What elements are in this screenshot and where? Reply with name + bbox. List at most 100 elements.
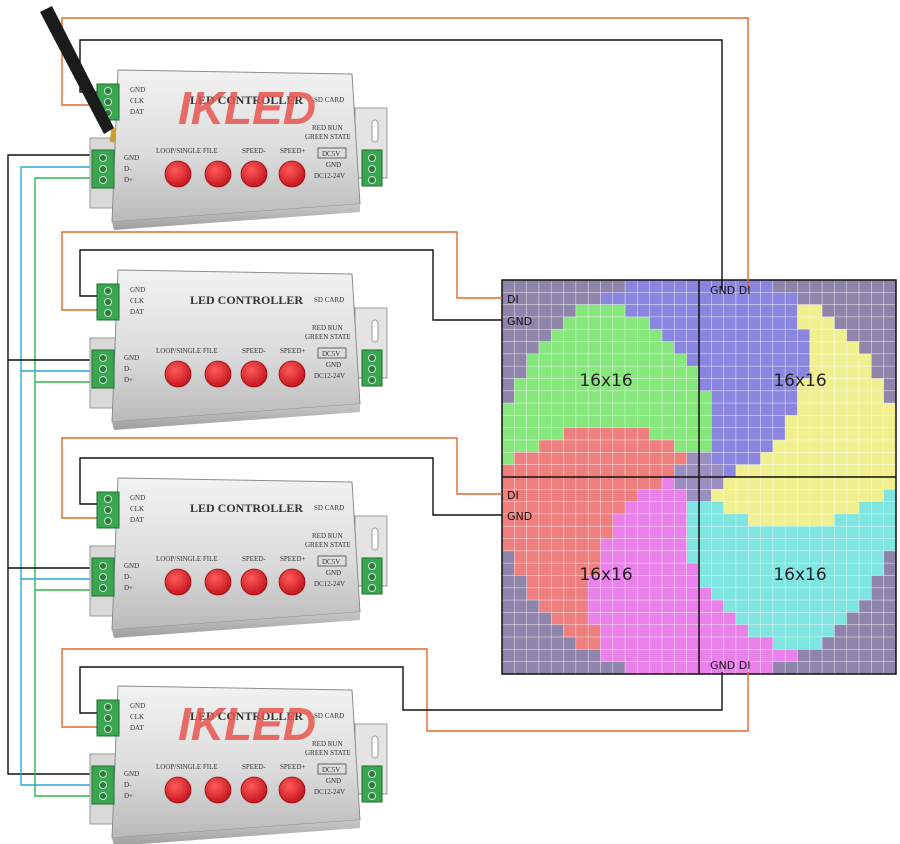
led-pixel xyxy=(698,378,712,392)
led-pixel xyxy=(550,612,564,626)
controller-title: LED CONTROLLER xyxy=(190,501,303,515)
led-pixel xyxy=(538,587,552,601)
single-file-button[interactable] xyxy=(204,160,232,188)
led-pixel xyxy=(871,402,884,416)
led-pixel xyxy=(883,550,897,564)
led-pixel xyxy=(550,353,564,367)
led-pixel xyxy=(538,636,552,650)
led-pixel xyxy=(575,439,589,453)
pin-label: DAT xyxy=(130,108,144,116)
led-pixel xyxy=(550,649,564,662)
led-pixel xyxy=(674,279,687,293)
terminal-screw xyxy=(368,376,376,384)
led-pixel xyxy=(661,525,675,539)
led-pixel xyxy=(747,328,761,342)
speed-plus-button[interactable] xyxy=(278,360,306,388)
led-pixel xyxy=(871,292,884,305)
led-pixel xyxy=(858,562,872,576)
led-pixel xyxy=(624,587,638,601)
led-pixel xyxy=(587,341,601,355)
terminal-screw xyxy=(104,517,112,525)
single-file-button[interactable] xyxy=(204,360,232,388)
speed-minus-button[interactable] xyxy=(240,360,268,388)
terminal-screw xyxy=(104,703,112,711)
button-label-speed-plus: SPEED+ xyxy=(280,347,305,355)
led-pixel xyxy=(784,612,798,626)
single-file-button[interactable] xyxy=(204,568,232,596)
led-pixel xyxy=(846,489,860,502)
led-pixel xyxy=(809,402,823,416)
led-pixel xyxy=(846,427,860,441)
speed-minus-button[interactable] xyxy=(240,160,268,188)
led-pixel xyxy=(834,649,848,662)
led-pixel xyxy=(760,649,774,662)
terminal-screw xyxy=(368,365,376,373)
led-pixel xyxy=(883,636,897,650)
terminal-screw xyxy=(104,714,112,722)
speed-plus-button[interactable] xyxy=(278,568,306,596)
loop-button[interactable] xyxy=(164,776,192,804)
led-pixel xyxy=(624,415,638,429)
led-pixel xyxy=(723,538,737,552)
led-pixel xyxy=(612,304,626,318)
terminal-screw xyxy=(368,792,376,800)
led-matrix-panels xyxy=(501,279,897,675)
led-pixel xyxy=(747,464,761,478)
led-pixel xyxy=(538,513,552,527)
pin-label: CLK xyxy=(130,505,144,513)
led-pixel xyxy=(550,550,564,564)
led-pixel xyxy=(723,525,737,539)
led-pixel xyxy=(612,624,626,638)
led-pixel xyxy=(834,612,848,626)
led-pixel xyxy=(563,365,577,379)
led-pixel xyxy=(772,612,786,626)
led-pixel xyxy=(637,464,651,478)
loop-button[interactable] xyxy=(164,568,192,596)
speed-plus-button[interactable] xyxy=(278,160,306,188)
button-label-loop-single-file: LOOP/SINGLE FILE xyxy=(156,147,218,155)
led-pixel xyxy=(834,525,848,539)
led-pixel xyxy=(575,415,589,429)
led-pixel xyxy=(821,292,835,305)
status-label-red-run: RED RUN xyxy=(312,124,343,132)
led-pixel xyxy=(760,390,774,404)
led-pixel xyxy=(686,599,700,613)
loop-button[interactable] xyxy=(164,360,192,388)
speed-plus-button[interactable] xyxy=(278,776,306,804)
led-pixel xyxy=(834,636,848,650)
led-pixel xyxy=(600,316,614,330)
single-file-button[interactable] xyxy=(204,776,232,804)
led-pixel xyxy=(637,341,651,355)
led-pixel xyxy=(711,464,724,478)
led-pixel xyxy=(846,562,860,576)
led-pixel xyxy=(674,316,687,330)
speed-minus-button[interactable] xyxy=(240,568,268,596)
status-label-red-run: RED RUN xyxy=(312,740,343,748)
led-pixel xyxy=(883,525,897,539)
led-pixel xyxy=(538,624,552,638)
led-pixel xyxy=(686,550,700,564)
led-pixel xyxy=(858,636,872,650)
led-pixel xyxy=(624,612,638,626)
led-pixel xyxy=(501,562,515,576)
led-pixel xyxy=(674,378,687,392)
led-pixel xyxy=(526,575,540,589)
led-pixel xyxy=(575,427,589,441)
loop-button[interactable] xyxy=(164,160,192,188)
led-pixel xyxy=(686,353,700,367)
led-pixel xyxy=(661,476,675,490)
led-pixel xyxy=(772,513,786,527)
led-pixel xyxy=(661,279,675,293)
led-pixel xyxy=(871,304,884,318)
speed-minus-button[interactable] xyxy=(240,776,268,804)
led-pixel xyxy=(612,341,626,355)
led-pixel xyxy=(587,525,601,539)
led-pixel xyxy=(661,427,675,441)
led-pixel xyxy=(649,587,663,601)
led-pixel xyxy=(514,476,527,490)
led-pixel xyxy=(834,661,848,675)
led-pixel xyxy=(858,353,872,367)
led-pixel xyxy=(797,279,811,293)
power-range-label: DC12-24V xyxy=(314,788,345,796)
